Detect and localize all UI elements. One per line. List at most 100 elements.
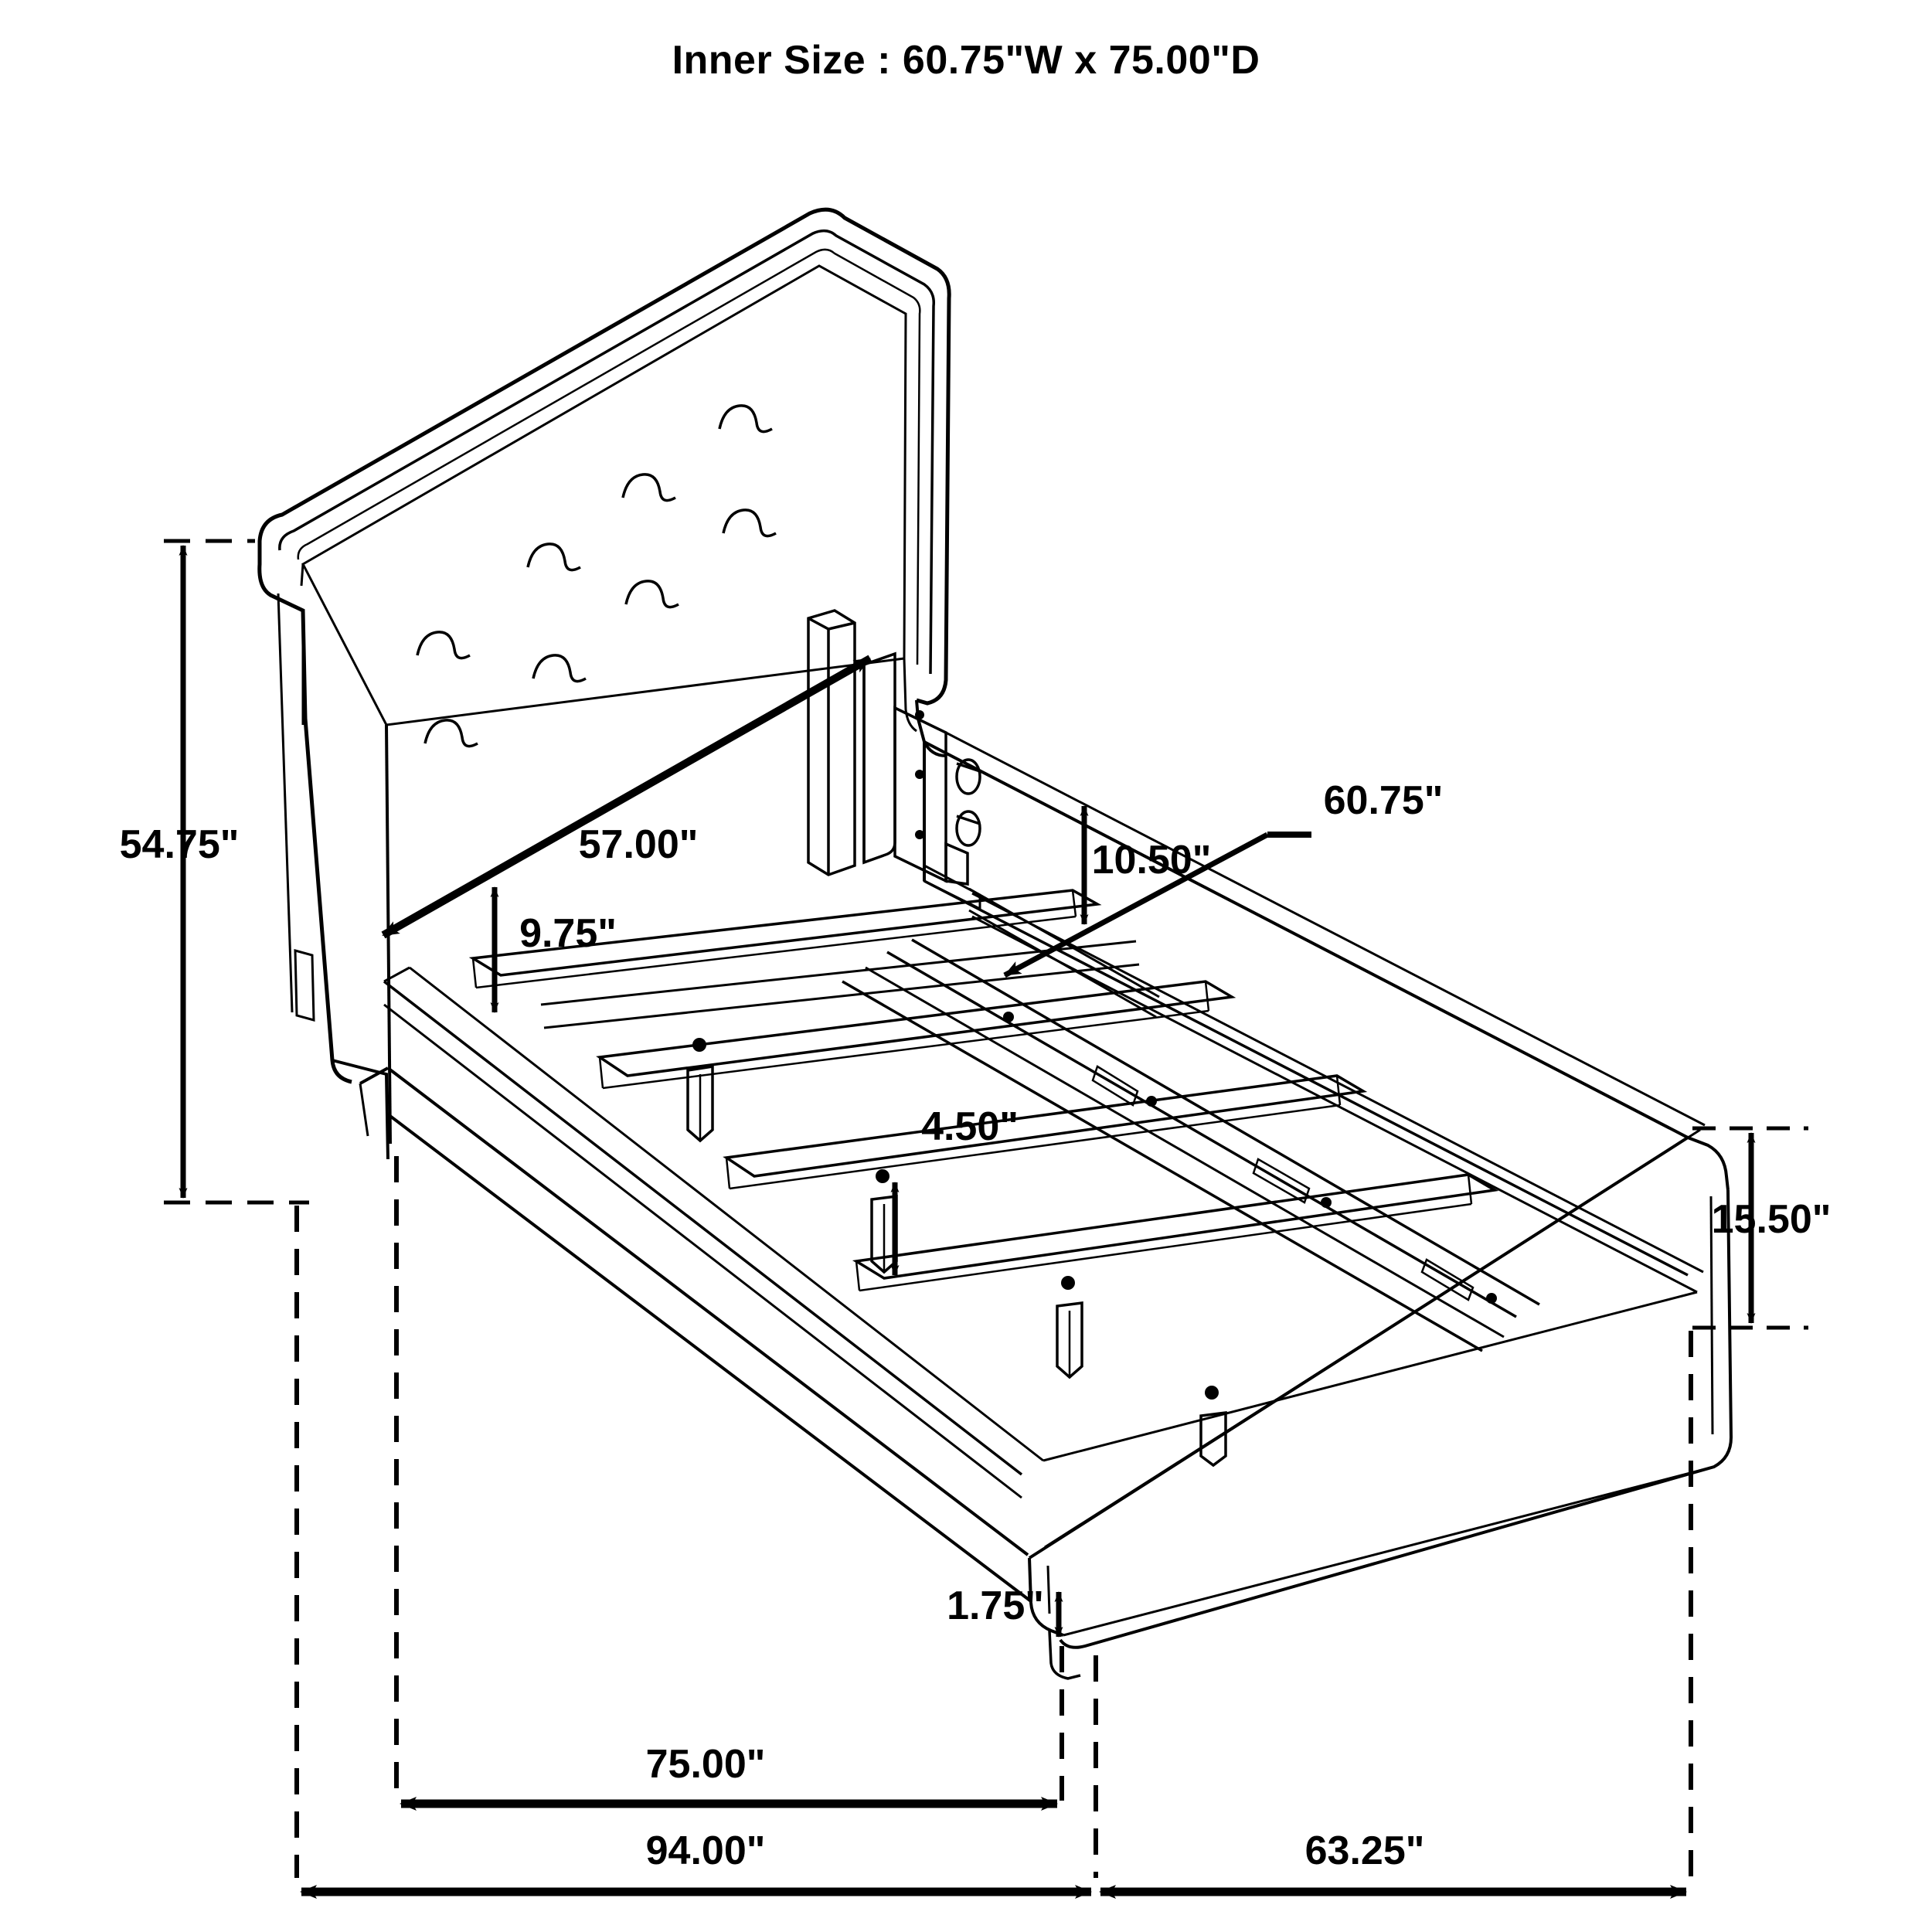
dim-label-side-rail-length: 57.00" [579, 822, 699, 867]
dim-label-headboard-height: 54.75" [120, 822, 240, 867]
center-beam-lower-b [865, 966, 1505, 1338]
bed-frame-rails [359, 731, 1733, 1680]
left-rail-ledge-left-cap [383, 966, 410, 983]
tuft-button-7 [532, 654, 587, 683]
headboard-outer-frame [257, 207, 951, 706]
slat-3-lower-edge [729, 1104, 1341, 1190]
slat-3-support-leg [1056, 1301, 1083, 1379]
dim-label-foot-clearance: 1.75" [947, 1583, 1044, 1628]
beam-joint-plate-3 [1420, 1258, 1475, 1301]
beam-screw-1 [1003, 1012, 1014, 1022]
slat-assembly [468, 863, 1540, 1468]
dim-label-support-leg-height: 4.50" [921, 1104, 1019, 1149]
slat-1-edge [500, 903, 1098, 977]
metal-bracket-plate [862, 651, 896, 865]
footboard-top-edge-inner [1043, 1291, 1698, 1462]
bracket-hook-slot-1 [955, 758, 981, 795]
page-title: Inner Size : 60.75"W x 75.00"D [672, 38, 1260, 83]
slat-3-left-end [725, 1157, 731, 1189]
beam-screw-3 [1321, 1197, 1332, 1208]
left-rail-slat-ledge-cap [409, 966, 1044, 1462]
footboard-right-face-inner [1709, 1196, 1714, 1435]
headboard-lower-rail-2 [359, 1083, 369, 1137]
slat-4-left-end [855, 1260, 861, 1291]
headboard-left-post-notch [294, 949, 315, 1022]
leader-arrow-6075 [1003, 832, 1269, 978]
center-rail-1b [543, 963, 1140, 1029]
right-side-rail-inner [945, 731, 1706, 1127]
slat-1-support-leg [686, 1064, 714, 1143]
center-support-post [807, 609, 856, 876]
dimension-labels: 54.75" 57.00" 9.75" 10.50" 60.75" 4.50" … [120, 778, 1832, 1873]
bracket-hook-bar-2 [956, 815, 981, 825]
slat-2-screw [876, 1169, 889, 1183]
bracket-screw-hole-2 [915, 770, 924, 779]
footboard-corner-round [1063, 1465, 1715, 1637]
head-crossbeam-2 [968, 909, 1157, 1019]
footboard-inner-top-lip [1044, 1128, 1701, 1549]
center-support-post-top [808, 617, 855, 631]
headboard-right-post [915, 699, 947, 757]
headboard-upholstered-panel [301, 264, 907, 726]
footboard-top-face [1028, 1135, 1730, 1560]
headboard-top-rail-inner-edge [278, 229, 935, 675]
bracket-right-flange [893, 706, 947, 883]
slat-1-lower-edge [475, 915, 1077, 989]
slat-2 [596, 980, 1236, 1077]
slat-2-right-end [1204, 981, 1210, 1012]
slat-4-screw [1205, 1386, 1219, 1400]
slat-4-right-end [1467, 1174, 1473, 1205]
bracket-bottom-tab [944, 842, 969, 886]
dim-label-inner-width-callout: 60.75" [1324, 778, 1444, 823]
slat-3-screw [1061, 1276, 1075, 1290]
beam-joint-plate-2 [1252, 1158, 1311, 1204]
headboard-tufting-buttons [416, 404, 777, 748]
center-beam-lower-a [842, 980, 1483, 1352]
tuft-button-2 [621, 473, 676, 502]
slat-4 [852, 1173, 1499, 1280]
footboard-front-inner-line [1046, 1565, 1051, 1614]
left-side-rail-top [359, 1066, 389, 1085]
headboard-bracket-assembly [807, 609, 981, 886]
left-rail-slat-ledge-inner [383, 1003, 1022, 1499]
center-beam-upper-a [886, 951, 1517, 1318]
right-side-rail-bottom [923, 879, 1689, 1277]
dim-label-footboard-height: 15.50" [1712, 1197, 1832, 1242]
beam-joint-plate-1 [1091, 1065, 1139, 1107]
center-beam-upper-b [911, 938, 1540, 1306]
dim-label-overall-length: 94.00" [646, 1828, 766, 1873]
headboard-right-post-inner [903, 658, 917, 733]
slat-2-lower-edge [602, 1009, 1209, 1090]
tuft-button-8 [423, 719, 478, 748]
slat-1-right-end [1071, 889, 1077, 917]
left-side-rail-inner-1 [386, 1113, 1032, 1603]
slat-4-lower-edge [859, 1202, 1472, 1292]
right-side-rail-ledge-bot [971, 915, 1698, 1294]
center-rail-1 [540, 940, 1137, 1006]
dim-label-rail-to-slat-height: 9.75" [519, 911, 617, 956]
slat-3 [723, 1074, 1368, 1178]
dim-label-overall-width: 63.25" [1305, 1828, 1425, 1873]
headboard-left-post-foot [332, 1059, 389, 1160]
beam-screw-4 [1486, 1293, 1497, 1304]
dim-label-rail-height-right: 10.50" [1092, 838, 1212, 883]
headboard-left-post-inner-line-2 [277, 593, 294, 1013]
tuft-button-5 [624, 580, 679, 609]
headboard-panel-left-edge [300, 563, 304, 587]
left-side-rail-outer [386, 1066, 1029, 1556]
tuft-button-6 [416, 631, 471, 660]
bracket-screw-hole-1 [915, 710, 924, 719]
footboard-foot-left [1048, 1630, 1081, 1680]
dim-label-inner-depth: 75.00" [646, 1742, 766, 1787]
tuft-button-4 [526, 543, 581, 572]
slat-2-left-end [598, 1056, 604, 1089]
slat-4-support-leg [1199, 1411, 1227, 1468]
right-side-rail-outer [923, 740, 1689, 1139]
footboard-front-panel [1028, 1557, 1064, 1637]
slat-1-left-end [471, 957, 478, 988]
head-slat [923, 863, 981, 911]
headboard-assembly [257, 207, 951, 1160]
dim-line-57 [381, 655, 872, 939]
